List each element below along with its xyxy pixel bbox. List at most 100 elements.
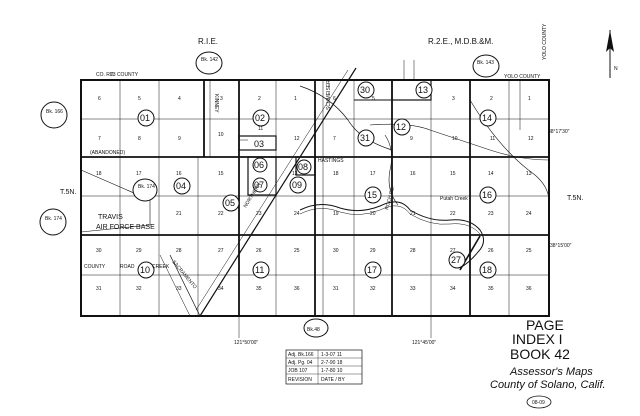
svg-text:27: 27 [450, 248, 456, 254]
revision-row-3-a: JOB 107 [288, 368, 308, 374]
svg-text:03: 03 [254, 139, 264, 149]
page-link-03[interactable]: 03 [254, 139, 264, 149]
page-link-09[interactable]: 09 [289, 176, 307, 194]
book-reference-bk48[interactable]: Bk.48 [303, 318, 329, 338]
svg-text:14: 14 [488, 171, 494, 177]
revision-row-3-b: 1-7-80 10 [321, 368, 343, 374]
page-circles: 01 02 03 04 05 06 07 08 09 10 11 12 13 1… [137, 81, 497, 279]
book-reference-bk142[interactable]: Bk. 142 [195, 51, 223, 75]
page-link-12[interactable]: 12 [393, 118, 411, 136]
book-reference-bk174-left[interactable]: Bk. 174 [39, 208, 67, 236]
svg-text:Bk.48: Bk.48 [307, 327, 320, 333]
page-link-30[interactable]: 30 [357, 81, 375, 99]
page-link-27[interactable]: 27 [448, 251, 466, 269]
svg-text:6: 6 [98, 96, 101, 102]
range-right-label: R.2.E., M.D.B.&M. [428, 37, 493, 46]
svg-text:04: 04 [176, 181, 186, 191]
svg-text:9: 9 [410, 136, 413, 142]
svg-text:33: 33 [410, 286, 416, 292]
title-index: INDEX I [512, 331, 563, 347]
svg-text:11: 11 [255, 265, 264, 275]
book-reference-bk166[interactable]: Bk. 166 [40, 101, 68, 129]
svg-text:34: 34 [450, 286, 456, 292]
svg-text:6: 6 [333, 96, 336, 102]
book-reference-bk143[interactable]: Bk. 143 [472, 54, 500, 78]
title-book: BOOK 42 [510, 346, 570, 362]
svg-text:Bk. 174: Bk. 174 [138, 184, 155, 190]
svg-text:17: 17 [367, 265, 377, 275]
page-link-02[interactable]: 02 [252, 109, 270, 127]
svg-text:08: 08 [298, 162, 308, 172]
yolo-county-label-top: YOLO COUNTY [504, 74, 541, 80]
svg-text:30: 30 [333, 248, 339, 254]
svg-text:10: 10 [452, 136, 458, 142]
road-lower-label: ROAD [120, 264, 135, 270]
svg-text:24: 24 [294, 211, 300, 217]
svg-text:08-09: 08-09 [532, 400, 545, 406]
map-frame [80, 79, 550, 317]
svg-text:8: 8 [138, 136, 141, 142]
title-page: PAGE [526, 317, 564, 333]
svg-text:18: 18 [96, 171, 102, 177]
svg-text:13: 13 [526, 171, 532, 177]
svg-text:N: N [614, 66, 618, 72]
svg-text:5: 5 [372, 96, 375, 102]
svg-text:02: 02 [255, 113, 265, 123]
svg-text:23: 23 [256, 211, 262, 217]
page-link-10[interactable]: 10 [137, 261, 155, 279]
svg-text:35: 35 [256, 286, 262, 292]
longitude-label-2: 121°45'00" [412, 340, 436, 346]
page-link-05[interactable]: 05 [222, 194, 240, 212]
svg-text:2: 2 [490, 96, 493, 102]
north-arrow-icon: N [606, 30, 618, 78]
page-link-04[interactable]: 04 [173, 177, 191, 195]
book-reference-bk174-inner[interactable]: Bk. 174 [132, 178, 158, 202]
page-link-01[interactable]: 01 [137, 109, 155, 127]
page-link-08[interactable]: 08 [296, 159, 312, 175]
revision-table: Adj. Bk.166 1-3-07 11 Adj. Pg. 04 2-7-90… [285, 349, 363, 385]
svg-text:29: 29 [370, 248, 376, 254]
svg-text:07: 07 [254, 180, 264, 190]
svg-text:2: 2 [258, 96, 261, 102]
revision-row-2-b: 2-7-90 18 [321, 360, 343, 366]
svg-text:17: 17 [136, 171, 142, 177]
revision-stamp: 08-09 [526, 395, 552, 409]
page-link-06[interactable]: 06 [252, 157, 268, 173]
kinney-label: KINNEY [213, 94, 219, 113]
page-link-07[interactable]: 07 [252, 177, 268, 193]
svg-text:25: 25 [526, 248, 532, 254]
svg-text:11: 11 [258, 126, 263, 132]
svg-text:13: 13 [418, 85, 428, 95]
svg-text:25: 25 [294, 248, 300, 254]
svg-text:12: 12 [294, 136, 300, 142]
svg-text:28: 28 [176, 248, 182, 254]
svg-text:34: 34 [218, 286, 224, 292]
page-link-15[interactable]: 15 [364, 186, 382, 204]
svg-text:26: 26 [488, 248, 494, 254]
svg-text:10: 10 [218, 132, 224, 138]
svg-text:21: 21 [176, 211, 182, 217]
page-link-13[interactable]: 13 [415, 81, 433, 99]
svg-text:15: 15 [367, 190, 377, 200]
creek-label: CREEK [152, 264, 170, 270]
svg-text:16: 16 [482, 190, 492, 200]
page-link-17[interactable]: 17 [364, 261, 382, 279]
svg-text:32: 32 [136, 286, 142, 292]
revision-row-1-b: 1-3-07 11 [321, 352, 342, 358]
svg-text:14: 14 [482, 113, 492, 123]
svg-text:18: 18 [333, 171, 339, 177]
page-link-11[interactable]: 11 [252, 261, 270, 279]
svg-text:16: 16 [410, 171, 416, 177]
page-link-18[interactable]: 18 [479, 261, 497, 279]
svg-text:31: 31 [360, 133, 370, 143]
title-assessors-maps: Assessor's Maps [509, 366, 593, 378]
revision-row-2-a: Adj. Pg. 04 [288, 360, 313, 366]
page-link-14[interactable]: 14 [479, 109, 497, 127]
svg-text:15: 15 [450, 171, 456, 177]
page-link-31[interactable]: 31 [357, 129, 375, 147]
page-link-16[interactable]: 16 [479, 186, 497, 204]
svg-text:32: 32 [370, 286, 376, 292]
svg-text:16: 16 [176, 171, 182, 177]
township-label-left-1: T.5N. [60, 189, 76, 196]
